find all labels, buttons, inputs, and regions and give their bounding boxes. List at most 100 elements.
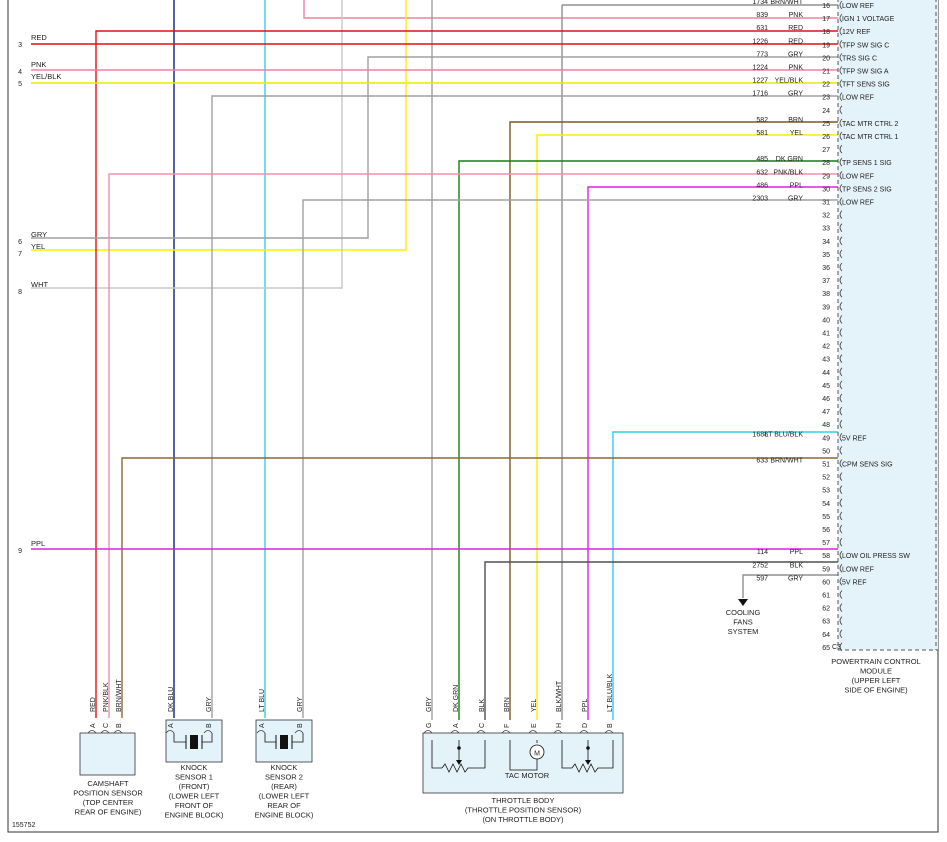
throttle-pin-color: DK GRN (453, 685, 460, 712)
document-id: 155752 (12, 822, 35, 829)
knock-sensor-1-pin-terminal (165, 730, 175, 734)
throttle-pin-terminal (450, 730, 460, 734)
camshaft-sensor-label: POSITION SENSOR (73, 789, 143, 798)
left-pin-color: YEL/BLK (31, 72, 61, 81)
wire-gry-5v-fans (742, 574, 838, 598)
pcm-pin-number: 63 (822, 619, 830, 626)
pcm-pin-terminal (839, 53, 843, 62)
pcm-pin-terminal (839, 105, 843, 115)
pcm-pin-number: 26 (822, 134, 830, 141)
wire-color-label: PNK (789, 65, 804, 72)
pcm-pin-terminal (839, 393, 843, 403)
knock-sensor-1-lead (173, 733, 186, 743)
left-pin-color: RED (31, 33, 47, 42)
camshaft-pin-color: RED (90, 697, 97, 712)
pcm-pin-terminal (839, 66, 843, 75)
knock-sensor-2-pin-terminal (294, 730, 304, 734)
throttle-pin-terminal (553, 730, 563, 734)
pcm-pin-terminal (839, 197, 843, 206)
circuit-number: 1224 (752, 65, 768, 72)
camshaft-pin-terminal (87, 730, 97, 734)
pcm-pin-terminal (839, 79, 843, 88)
circuit-number: 582 (756, 117, 768, 124)
pcm-body (838, 0, 938, 650)
knock-sensor-2-label: REAR OF (267, 801, 301, 810)
cooling-fans-label: SYSTEM (728, 627, 759, 636)
tac-motor-symbol: M (534, 751, 540, 758)
circuit-number: 631 (756, 25, 768, 32)
pcm-pin-number: 29 (822, 173, 830, 180)
circuit-number: 114 (757, 549, 768, 556)
knock-sensor-2-pin-letter: A (259, 723, 266, 728)
knock-sensor-1-label: (LOWER LEFT (169, 792, 220, 801)
pcm-pin-terminal (839, 524, 843, 534)
pcm-pin-number: 27 (822, 147, 830, 154)
wire-color-label: PNK/BLK (773, 169, 803, 176)
pcm-pin-number: 39 (822, 304, 830, 311)
pcm-signal-label: 5V REF (842, 435, 867, 442)
pcm-connector-id: C3 (832, 644, 841, 651)
wire-color-label: GRY (788, 51, 803, 58)
circuit-number: 1734 (752, 0, 768, 6)
throttle-pin-letter: D (582, 723, 589, 728)
wire-pnk-ign1 (303, 0, 838, 19)
tp2-junction (586, 746, 590, 750)
tp1-wiper-arrow-icon (456, 760, 462, 765)
pcm-pin-number: 43 (822, 357, 830, 364)
tp2-wiper-arrow-icon (585, 760, 591, 765)
knock-sensor-1-pin-color: DK BLU (168, 687, 175, 712)
pcm-pin-terminal (839, 236, 843, 246)
pcm-pin-terminal (839, 13, 843, 23)
camshaft-pin-color: PNK/BLK (103, 682, 110, 712)
knock-sensor-2-lead (264, 733, 276, 743)
circuit-number: 633 (756, 458, 768, 465)
wire-brn-tac-2 (509, 121, 838, 720)
left-pin-number: 9 (18, 548, 22, 555)
pcm-pin-terminal (839, 577, 843, 586)
throttle-pin-color: GRY (426, 697, 433, 712)
throttle-pin-color: PPL (582, 699, 589, 712)
knock-sensor-1-label: (FRONT) (179, 782, 210, 791)
circuit-number: 839 (756, 12, 768, 19)
tp1-junction (457, 746, 461, 750)
wire-gry-low-ref-23 (211, 95, 838, 718)
pcm-pin-number: 18 (822, 29, 830, 36)
pcm-signal-label: CPM SENS SIG (842, 462, 893, 469)
throttle-body-box (422, 732, 624, 794)
pcm-pin-terminal (839, 472, 843, 481)
circuit-number: 2303 (752, 196, 768, 203)
wire-lt-blu-blk-5v (612, 431, 838, 720)
wire-color-label: PNK (789, 12, 804, 19)
throttle-pin-color: BLK/WHT (556, 680, 563, 712)
pcm-pin-terminal (839, 367, 843, 377)
pcm-pin-terminal (839, 171, 843, 180)
circuit-number: 2752 (752, 562, 768, 569)
pcm-pin-terminal (839, 92, 843, 101)
pcm-pin-number: 49 (822, 435, 830, 442)
pcm-pin-terminal (839, 262, 843, 272)
wire-color-label: BLK (790, 562, 804, 569)
pcm-pin-number: 19 (822, 42, 830, 49)
pcm-pin-terminal (839, 223, 843, 232)
pcm-pin-terminal (839, 157, 843, 167)
left-pin-number: 7 (18, 251, 22, 258)
wire-color-label: GRY (788, 575, 803, 582)
pcm-pin-terminal (839, 419, 843, 429)
pcm-pin-number: 46 (822, 396, 830, 403)
knock-sensor-2-crystal-icon (280, 735, 288, 749)
pcm-signal-label: 5V REF (842, 579, 867, 586)
throttle-pin-terminal (579, 730, 589, 734)
pcm-pin-number: 45 (822, 383, 830, 390)
pcm-pin-number: 34 (822, 239, 830, 246)
knock-sensor-2-pin-letter: B (297, 723, 304, 728)
wire-color-label: PPL (790, 549, 803, 556)
pcm-pin-number: 35 (822, 252, 830, 259)
pcm-pin-number: 42 (822, 344, 830, 351)
wire-color-label: RED (788, 25, 803, 32)
pcm-pin-number: 47 (822, 409, 830, 416)
pcm-pin-number: 41 (822, 331, 830, 338)
tp1-lead (431, 740, 442, 769)
pcm-pin-number: 56 (822, 527, 830, 534)
